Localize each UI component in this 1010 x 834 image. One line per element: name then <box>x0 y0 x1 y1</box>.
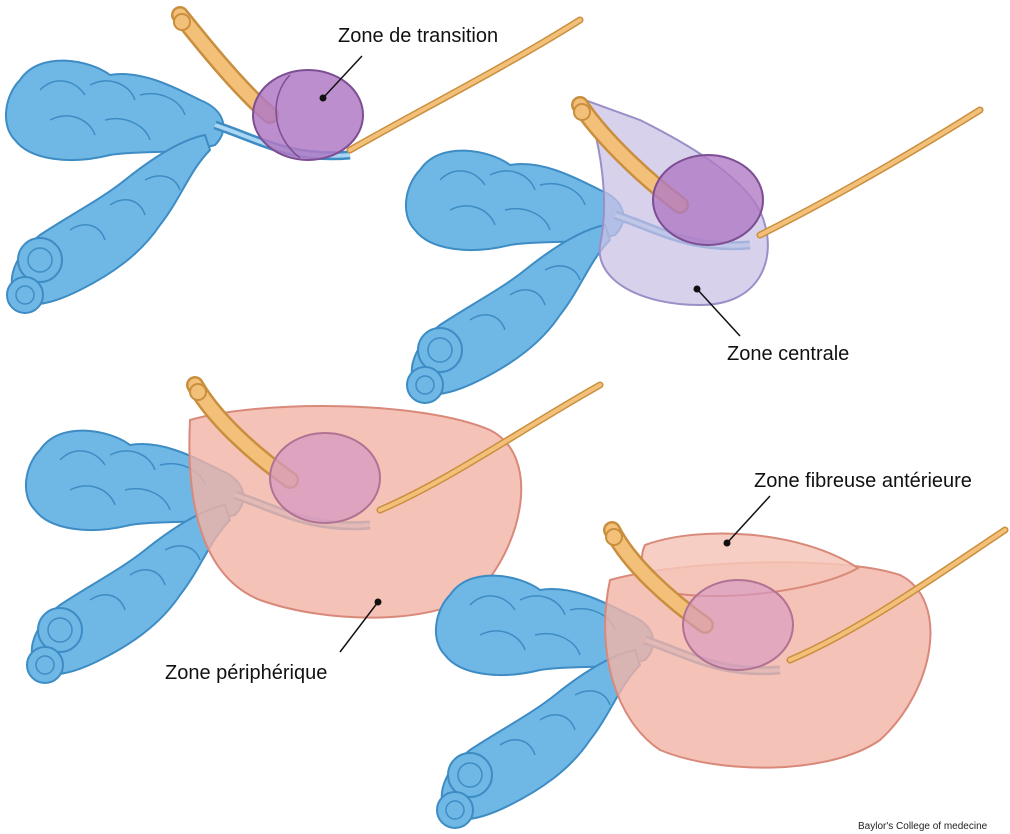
label-zone-transition: Zone de transition <box>338 25 498 48</box>
figure-central <box>406 100 980 403</box>
label-zone-peripherique: Zone périphérique <box>165 662 327 685</box>
label-zone-centrale: Zone centrale <box>727 343 849 366</box>
label-zone-fibreuse: Zone fibreuse antérieure <box>754 470 972 493</box>
credit-text: Baylor's College of medecine <box>858 821 987 832</box>
figure-fibromuscular <box>436 496 1005 828</box>
